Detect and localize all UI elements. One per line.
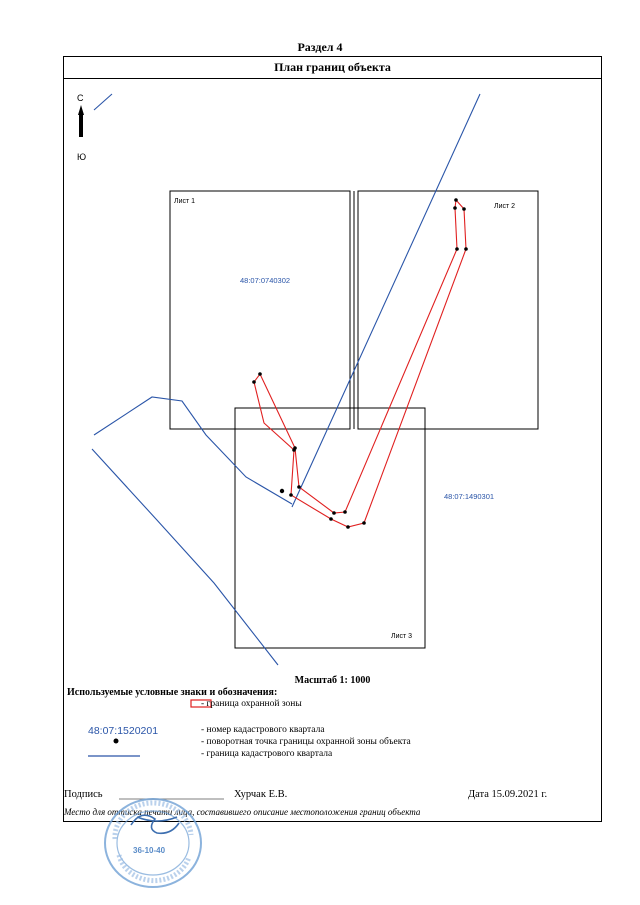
quarter-boundary-line <box>93 396 293 505</box>
signature-date: Дата 15.09.2021 г. <box>468 789 548 800</box>
sheet-frames <box>169 190 539 649</box>
north-arrow-icon: С Ю <box>77 93 86 162</box>
plan-frame: План границ объекта С Ю Лист 1 Лист 2 Ли… <box>63 56 602 822</box>
turning-points <box>252 198 468 529</box>
legend-item-text: - номер кадастрового квартала <box>201 725 325 735</box>
legend-item-text: - граница кадастрового квартала <box>201 749 333 759</box>
stamp-number: 36-10-40 <box>133 846 166 855</box>
protection-zone-boundary <box>253 198 467 528</box>
legend-quarter-code: 48:07:1520201 <box>88 725 159 737</box>
sheet-2-frame <box>357 190 539 430</box>
quarter-boundary-line <box>91 448 279 666</box>
quarter-boundary-line <box>291 93 481 508</box>
quarter-boundary-line <box>93 93 113 111</box>
sheet-3-label: Лист 3 <box>391 633 412 640</box>
quarter-code-label: 48:07:0740302 <box>240 276 290 285</box>
scale-label: Масштаб 1: 1000 <box>294 675 371 686</box>
signer-name: Хурчак Е.В. <box>234 789 288 800</box>
legend-title: Используемые условные знаки и обозначени… <box>67 687 278 698</box>
legend-black-dot-icon <box>113 738 119 744</box>
plan-map: С Ю Лист 1 Лист 2 Лист 3 48:07:0740302 4… <box>77 93 539 800</box>
sheet-2-label: Лист 2 <box>494 203 515 210</box>
quarter-boundaries <box>91 93 481 666</box>
legend-item-text: - граница охранной зоны <box>201 699 302 709</box>
compass-south-label: Ю <box>77 152 86 162</box>
signature-label: Подпись <box>64 789 103 800</box>
stamp-place-note: Место для оттиска печати лица, составивш… <box>64 807 421 817</box>
section-title: Раздел 4 <box>297 40 343 54</box>
plan-title: План границ объекта <box>64 57 601 79</box>
sheet-1-label: Лист 1 <box>174 198 195 205</box>
legend-red-rectangle-icon <box>190 699 212 708</box>
legend-item-text: - поворотная точка границы охранной зоны… <box>201 737 411 747</box>
sheet-1-frame <box>169 190 351 430</box>
seal-stamp: 36-10-40 <box>104 798 202 888</box>
sheet-3-frame <box>234 407 426 649</box>
compass-north-label: С <box>77 93 84 103</box>
quarter-code-label: 48:07:1490301 <box>444 492 494 501</box>
